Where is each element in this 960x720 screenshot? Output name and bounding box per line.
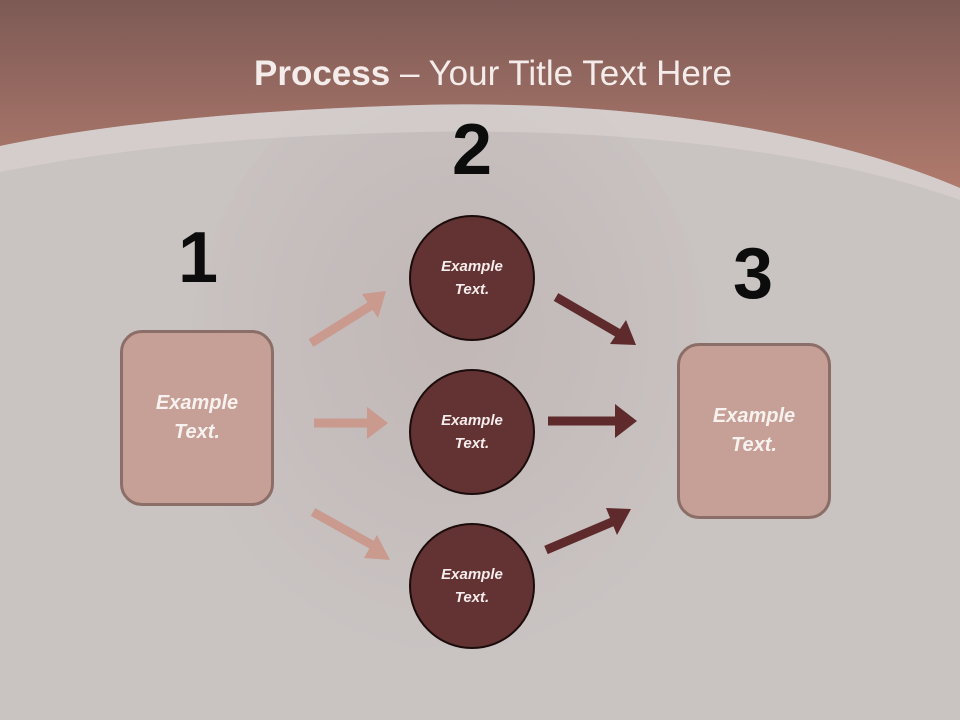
faded-photo-figure — [190, 60, 710, 660]
step-number-1: 1 — [177, 218, 219, 298]
circle-bottom-text: Example Text. — [441, 566, 503, 606]
circle-bottom: Example Text. — [409, 523, 535, 649]
slide-title: Process – Your Title Text Here — [0, 52, 960, 96]
arrow-middle-to-right — [548, 404, 637, 438]
header-swoosh — [0, 104, 960, 200]
circle-top: Example Text. — [409, 215, 535, 341]
left-box-text: Example Text. — [155, 392, 239, 443]
title-rest: – Your Title Text Here — [390, 54, 732, 93]
right-box-text: Example Text. — [712, 405, 796, 456]
arrow-bottom-to-right — [544, 508, 631, 555]
step-number-3: 3 — [732, 234, 774, 314]
left-box: Example Text. — [120, 330, 274, 506]
right-box: Example Text. — [677, 343, 831, 519]
circle-middle-text: Example Text. — [441, 412, 503, 452]
arrow-left-to-top — [308, 291, 386, 347]
step-number-2: 2 — [451, 110, 493, 190]
circle-middle: Example Text. — [409, 369, 535, 495]
circle-top-text: Example Text. — [441, 258, 503, 298]
header-band — [0, 0, 960, 188]
arrow-left-to-bottom — [310, 508, 390, 560]
arrow-left-to-middle — [314, 407, 388, 439]
title-bold: Process — [254, 54, 391, 93]
arrow-top-to-right — [553, 293, 636, 345]
